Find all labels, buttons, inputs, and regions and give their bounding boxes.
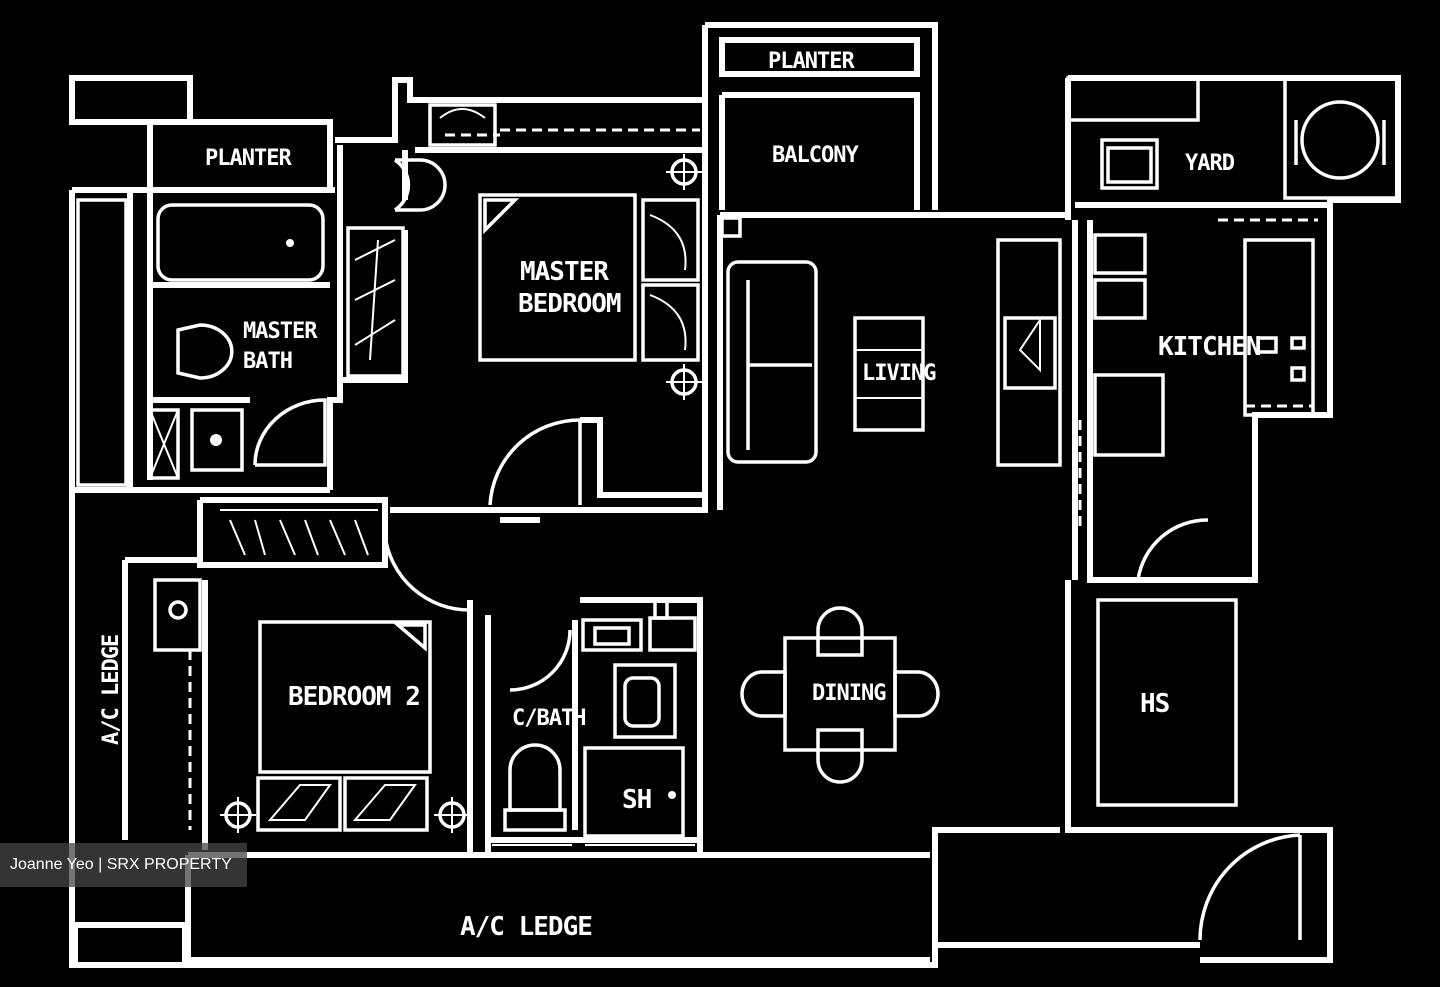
watermark-caption: Joanne Yeo | SRX PROPERTY (0, 843, 247, 887)
master-bath-label-line2: BATH (243, 349, 292, 374)
living-label: LIVING (862, 361, 936, 386)
yard-label: YARD (1185, 151, 1235, 176)
master-bedroom-label-line2: BEDROOM (518, 289, 621, 319)
household-shelter-label: HS (1140, 689, 1170, 719)
ac-ledge-bottom-label: A/C LEDGE (460, 912, 592, 942)
planter-left-label: PLANTER (205, 146, 292, 171)
common-bath-label: C/BATH (512, 706, 585, 731)
dining-label: DINING (812, 681, 886, 706)
balcony-label: BALCONY (772, 143, 859, 168)
outer-walls (69, 22, 1401, 968)
kitchen-label: KITCHEN (1158, 332, 1261, 362)
planter-top-label: PLANTER (768, 49, 855, 74)
fixtures (76, 100, 1386, 846)
master-bedroom-label-line1: MASTER (520, 257, 609, 287)
doors (253, 158, 1302, 941)
ac-ledge-left-label: A/C LEDGE (99, 635, 124, 745)
room-labels: PLANTER PLANTER BALCONY MASTER BEDROOM M… (99, 49, 1262, 942)
bedroom-2-label: BEDROOM 2 (288, 682, 420, 712)
shower-label: SH (622, 785, 651, 815)
master-bath-label-line1: MASTER (243, 319, 318, 344)
